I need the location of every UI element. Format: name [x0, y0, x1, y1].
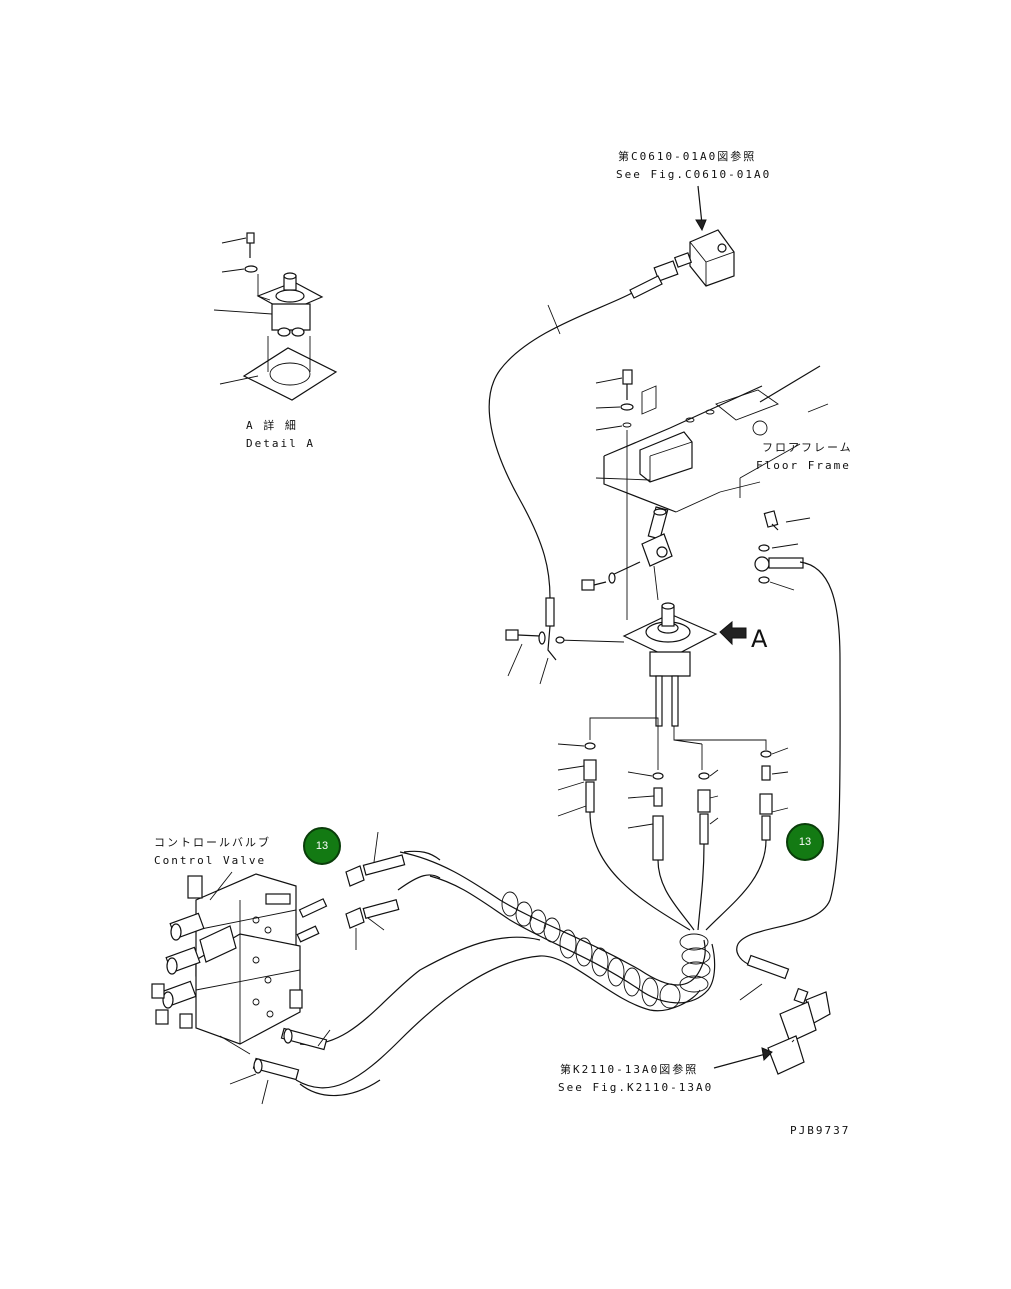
- cable-end-rod: [545, 597, 555, 627]
- control-valve-label-jp: コントロールバルブ: [154, 836, 271, 849]
- reference-switch-bottom: [713, 987, 831, 1075]
- floor-bracket: [639, 431, 693, 483]
- washer: [244, 265, 258, 273]
- pilot-hose-1: [589, 811, 691, 931]
- hose-mid-left: [397, 874, 441, 891]
- control-valve-fittings: [229, 831, 406, 1105]
- bolt-head: [246, 232, 255, 244]
- part-number-badge[interactable]: 13: [303, 827, 341, 865]
- ref-top-label-en: See Fig.C0610-01A0: [616, 168, 772, 181]
- hose-fitting-column-3: [697, 769, 719, 845]
- right-fittings: [754, 510, 811, 591]
- cable-end-fitting: [629, 275, 663, 299]
- control-cable-top: [488, 292, 633, 599]
- view-arrow-icon: [719, 620, 747, 646]
- control-valve: [151, 873, 303, 1055]
- lever-linkage: [581, 506, 673, 601]
- hose-right-return: [736, 561, 841, 965]
- ref-top-label-jp: 第C0610-01A0図参照: [618, 150, 757, 163]
- view-marker-label: A: [751, 625, 768, 653]
- pilot-hose-4: [705, 839, 767, 931]
- hose-fitting-column-1: [557, 742, 597, 817]
- control-valve-label-en: Control Valve: [154, 854, 267, 867]
- bolt-left: [505, 629, 549, 685]
- floor-frame-label-jp: フロアフレーム: [762, 441, 853, 454]
- valve-body: [271, 303, 311, 331]
- hose-upper-left: [403, 850, 441, 861]
- mounting-plate: [242, 347, 338, 401]
- hose-end-fitting: [746, 954, 790, 980]
- reference-valve-top: [629, 185, 735, 299]
- valve-block: [689, 229, 735, 287]
- bolt: [622, 369, 633, 385]
- detail-a-assembly: [213, 232, 338, 401]
- drawing-code: PJB9737: [790, 1124, 851, 1137]
- ref-bottom-label-en: See Fig.K2110-13A0: [558, 1081, 714, 1094]
- hose-fitting-column-2: [627, 771, 664, 861]
- part-number-badge[interactable]: 13: [786, 823, 824, 861]
- detail-label-jp: A 詳 細: [246, 419, 298, 432]
- hose-bundle: [295, 851, 716, 1089]
- pilot-hose-3: [697, 843, 705, 931]
- floor-frame: [595, 365, 829, 620]
- hose-lower-left: [299, 1079, 381, 1097]
- floor-frame-label-en: Floor Frame: [756, 459, 851, 472]
- pilot-valve: [555, 602, 718, 727]
- ref-bottom-label-jp: 第K2110-13A0図参照: [560, 1063, 699, 1076]
- detail-label-en: Detail A: [246, 437, 315, 450]
- hose-fitting-column-4: [759, 747, 789, 841]
- pilot-hose-2: [657, 859, 695, 931]
